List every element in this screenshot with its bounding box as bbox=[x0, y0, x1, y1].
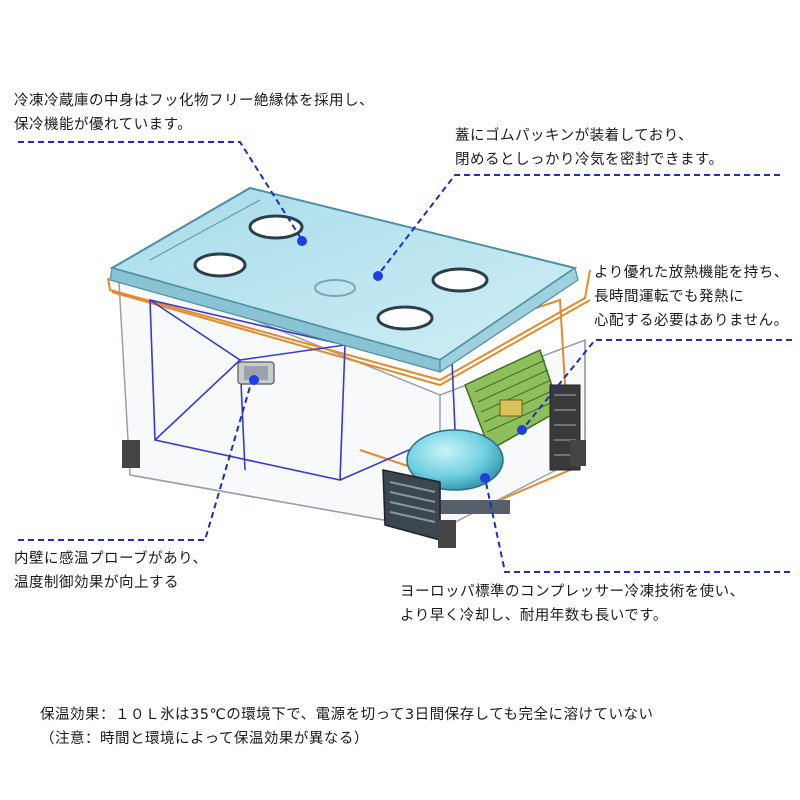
annotation-line: より優れた放熱機能を持ち、 bbox=[594, 265, 789, 281]
annotation-inner-body: 冷凍冷蔵庫の中身はフッ化物フリー絶縁体を採用し、 保冷機能が優れています。 bbox=[14, 89, 374, 137]
compressor-icon bbox=[406, 429, 510, 514]
annotation-line: 閉めるとしっかり冷気を密封できます。 bbox=[455, 152, 724, 168]
annotation-line: 保冷機能が優れています。 bbox=[14, 117, 193, 133]
annotation-line: より早く冷却し、耐用年数も長いです。 bbox=[400, 608, 668, 624]
circuit-board-icon bbox=[464, 348, 581, 471]
footer-line-1: 保温効果：１０Ｌ氷は35℃の環境下で、電源を切って3日間保存しても完全に溶けてい… bbox=[40, 707, 654, 723]
annotation-line: 長時間運転でも発熱に bbox=[594, 289, 744, 305]
annotation-line: 冷凍冷蔵庫の中身はフッ化物フリー絶縁体を採用し、 bbox=[14, 93, 374, 109]
lid bbox=[109, 186, 579, 374]
annotation-line: 心配する必要はありません。 bbox=[594, 313, 789, 329]
footer-note: 保温効果：１０Ｌ氷は35℃の環境下で、電源を切って3日間保存しても完全に溶けてい… bbox=[40, 703, 654, 751]
annotation-line: ヨーロッパ標準のコンプレッサー冷凍技術を使い、 bbox=[400, 584, 745, 600]
annotation-line: 蓋にゴムパッキンが装着しており、 bbox=[455, 128, 694, 144]
leader-lines bbox=[18, 141, 792, 573]
temp-probe-part bbox=[237, 361, 275, 385]
annotation-line: 温度制御効果が向上する bbox=[14, 575, 179, 591]
marker-dots bbox=[249, 236, 527, 483]
footer-line-2: （注意：時間と環境によって保温効果が異なる） bbox=[40, 731, 369, 747]
fan-grille-icon bbox=[382, 469, 441, 541]
annotation-lid-gasket: 蓋にゴムパッキンが装着しており、 閉めるとしっかり冷気を密封できます。 bbox=[455, 124, 724, 172]
annotation-heat-dissipation: より優れた放熱機能を持ち、 長時間運転でも発熱に 心配する必要はありません。 bbox=[594, 261, 789, 333]
annotation-line: 内壁に感温プローブがあり、 bbox=[14, 551, 208, 567]
annotation-temp-probe: 内壁に感温プローブがあり、 温度制御効果が向上する bbox=[14, 547, 208, 595]
feet bbox=[122, 440, 586, 548]
annotation-compressor: ヨーロッパ標準のコンプレッサー冷凍技術を使い、 より早く冷却し、耐用年数も長いで… bbox=[400, 580, 745, 628]
